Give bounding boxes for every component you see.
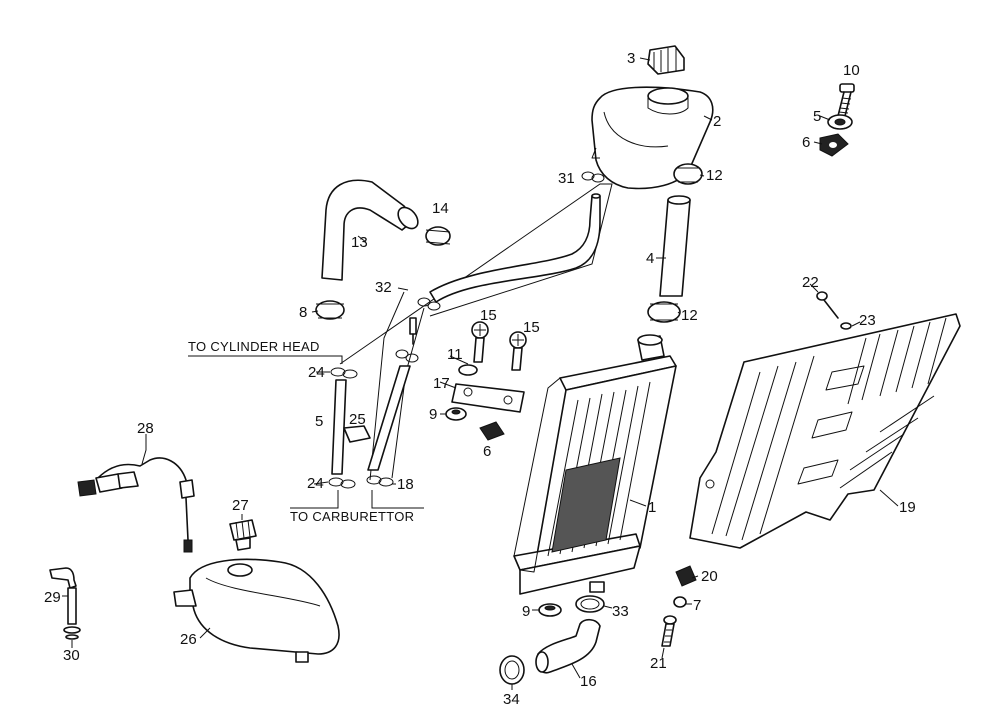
label-29: 29 [44,589,61,606]
oil-tank [173,558,340,663]
bracket-hardware [445,321,527,441]
label-14: 14 [432,200,449,217]
label-24-lower: 24 [307,475,324,492]
breather-hose-group [188,355,424,509]
label-16: 16 [580,673,597,690]
label-13: 13 [351,234,368,251]
expansion-tank [591,86,714,190]
hose-clamp-lower [647,301,681,323]
note-to-cylinder-head: TO CYLINDER HEAD [188,339,320,354]
hose-clamp-upper [673,163,703,185]
label-4: 4 [646,250,654,267]
label-12-upper: 12 [706,167,723,184]
fuel-tank-cap [229,519,257,551]
lower-fastener-set [661,565,697,647]
clamp-34 [499,655,525,685]
grommet-and-clamp [538,595,605,617]
label-9-upper: 9 [429,406,437,423]
label-23: 23 [859,312,876,329]
lower-hose [535,618,601,674]
label-25: 25 [349,411,366,428]
label-6-upper: 6 [802,134,810,151]
label-2: 2 [713,113,721,130]
temperature-sensor-wire [77,457,195,553]
curved-hose [321,179,419,281]
clamp-14 [425,226,451,246]
straight-hose [659,195,691,297]
leader-lines [62,57,899,690]
bolt-set-upper-right [819,83,855,157]
label-5-upper: 5 [813,108,821,125]
label-7: 7 [693,597,701,614]
label-6-lower: 6 [483,443,491,460]
label-27: 27 [232,497,249,514]
label-3: 3 [627,50,635,67]
label-30: 30 [63,647,80,664]
label-34: 34 [503,691,520,708]
label-31: 31 [558,170,575,187]
radiator [513,334,677,595]
label-5-lower: 5 [315,413,323,430]
label-15-left: 15 [480,307,497,324]
label-15-right: 15 [523,319,540,336]
label-1: 1 [648,499,656,516]
label-20: 20 [701,568,718,585]
label-26: 26 [180,631,197,648]
note-to-carburettor: TO CARBURETTOR [290,509,414,524]
tank-cap [647,45,685,75]
label-12-lower: 12 [681,307,698,324]
label-28: 28 [137,420,154,437]
radiator-grille [689,313,961,549]
label-18: 18 [397,476,414,493]
label-11: 11 [447,346,463,363]
label-19: 19 [899,499,916,516]
part-number-labels: 1 2 3 4 5 5 6 6 7 8 9 9 10 11 12 12 13 1… [44,50,916,708]
label-17: 17 [433,375,450,392]
label-10: 10 [843,62,860,79]
level-pipe [49,567,81,640]
label-22: 22 [802,274,819,291]
hose-clip-31 [581,171,605,183]
label-8: 8 [299,304,307,321]
label-21: 21 [650,655,667,672]
label-32: 32 [375,279,392,296]
clamp-8 [315,300,345,320]
small-screw-22 [816,291,852,330]
label-33: 33 [612,603,629,620]
bleed-hose-assembly [339,183,613,481]
label-24-upper: 24 [308,364,325,381]
label-9-lower: 9 [522,603,530,620]
